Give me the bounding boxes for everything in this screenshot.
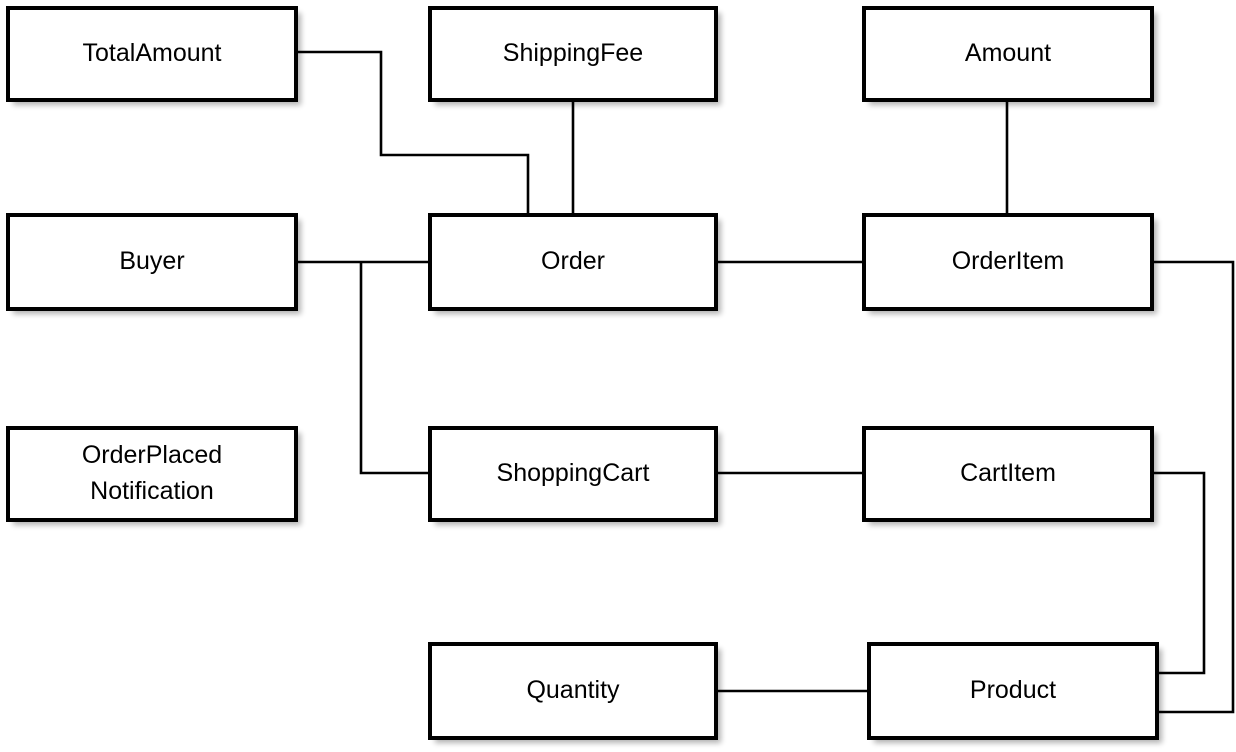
node-orderitem[interactable]: OrderItem <box>862 213 1154 311</box>
node-box-shippingfee[interactable] <box>428 6 718 102</box>
node-box-amount[interactable] <box>862 6 1154 102</box>
node-label-line: OrderPlaced <box>82 441 222 469</box>
edge-buyer-shoppingcart <box>359 262 430 475</box>
node-shippingfee[interactable]: ShippingFee <box>428 6 718 102</box>
node-label-quantity: Quantity <box>526 676 620 704</box>
node-quantity[interactable]: Quantity <box>428 642 718 740</box>
node-label-line: Quantity <box>526 676 620 704</box>
node-label-line: Order <box>541 247 605 275</box>
node-product[interactable]: Product <box>867 642 1159 740</box>
node-box-orderitem[interactable] <box>862 213 1154 311</box>
node-label-line: ShippingFee <box>503 39 643 67</box>
node-box-order[interactable] <box>428 213 718 311</box>
node-label-buyer: Buyer <box>119 247 184 275</box>
node-label-cartitem: CartItem <box>960 459 1056 487</box>
node-box-shoppingcart[interactable] <box>428 426 718 522</box>
node-label-orderitem: OrderItem <box>952 247 1065 275</box>
node-totalamount[interactable]: TotalAmount <box>6 6 298 102</box>
node-label-shippingfee: ShippingFee <box>503 39 643 67</box>
node-shadow-layer <box>13 13 1162 743</box>
node-label-amount: Amount <box>965 39 1051 67</box>
node-label-line: TotalAmount <box>83 39 222 67</box>
node-box-cartitem[interactable] <box>862 426 1154 522</box>
node-label-line: Buyer <box>119 247 184 275</box>
node-shoppingcart[interactable]: ShoppingCart <box>428 426 718 522</box>
node-label-product: Product <box>970 676 1056 704</box>
edge-orderitem-product <box>1152 260 1235 714</box>
node-label-line: ShoppingCart <box>497 459 650 487</box>
node-label-totalamount: TotalAmount <box>83 39 222 67</box>
node-label-line: Notification <box>90 477 214 505</box>
node-label-order: Order <box>541 247 605 275</box>
node-amount[interactable]: Amount <box>862 6 1154 102</box>
node-label-line: OrderItem <box>952 247 1065 275</box>
node-label-shoppingcart: ShoppingCart <box>497 459 650 487</box>
node-buyer[interactable]: Buyer <box>6 213 298 311</box>
node-label-line: Amount <box>965 39 1051 67</box>
edge-totalamount-order <box>296 50 530 215</box>
node-box-product[interactable] <box>867 642 1159 740</box>
node-order[interactable]: Order <box>428 213 718 311</box>
node-label-line: Product <box>970 676 1056 704</box>
edge-cartitem-product <box>1152 471 1206 675</box>
node-label-line: CartItem <box>960 459 1056 487</box>
node-cartitem[interactable]: CartItem <box>862 426 1154 522</box>
node-box-orderplaced[interactable] <box>6 426 298 522</box>
node-box-totalamount[interactable] <box>6 6 298 102</box>
node-box-buyer[interactable] <box>6 213 298 311</box>
node-box-quantity[interactable] <box>428 642 718 740</box>
edge-layer <box>296 50 1235 714</box>
